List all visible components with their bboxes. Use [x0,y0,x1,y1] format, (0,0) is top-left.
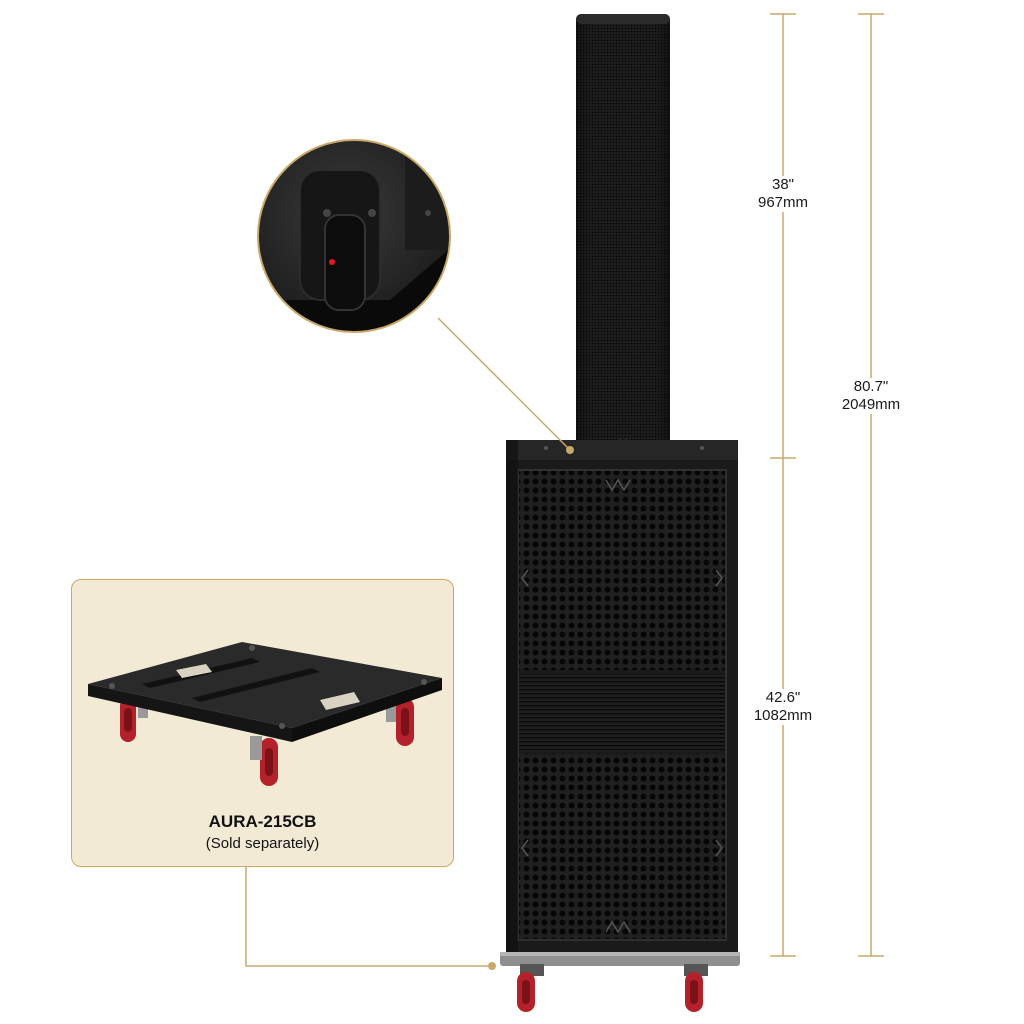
caster-board-image [88,642,442,786]
dimension-lines [770,13,884,957]
column-height-label: 38" 967mm [755,176,811,212]
total-height-mm: 2049mm [841,396,901,413]
inset-connector [245,867,496,970]
subwoofer-cabinet [506,440,738,955]
caster-board-inset: AURA-215CB (Sold separately) [71,579,454,867]
mount-zoom-callout [257,139,574,454]
total-height-inches: 80.7" [853,378,889,395]
caster-board [500,952,740,1012]
accessory-note: (Sold separately) [205,835,320,852]
subwoofer-height-label: 42.6" 1082mm [752,689,814,725]
column-speaker [576,14,670,454]
subwoofer-height-mm: 1082mm [753,707,813,724]
subwoofer-height-inches: 42.6" [765,689,801,706]
column-height-inches: 38" [771,176,794,193]
column-height-mm: 967mm [757,194,809,211]
accessory-name: AURA-215CB [208,812,317,831]
total-height-label: 80.7" 2049mm [836,378,906,414]
